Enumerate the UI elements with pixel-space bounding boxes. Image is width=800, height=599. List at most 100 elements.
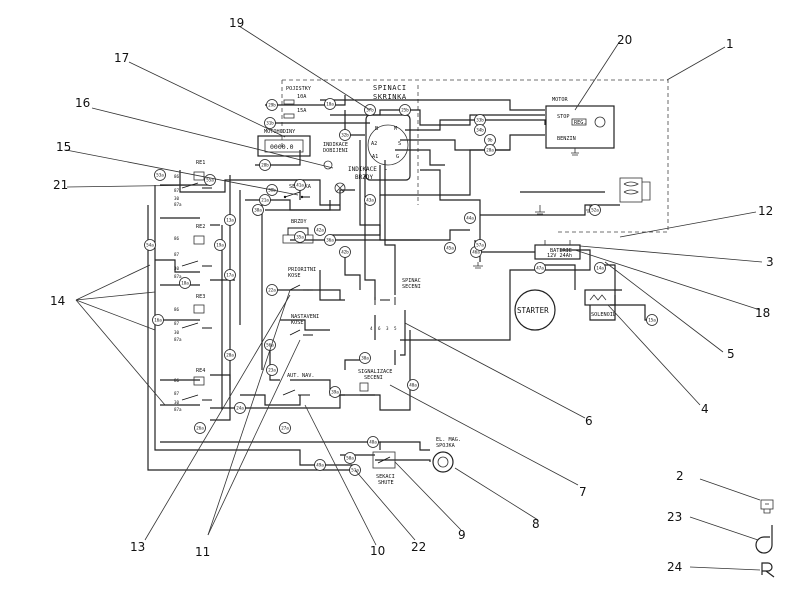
- auto-return-switch: AUT. NAV.: [282, 373, 315, 396]
- wire-terminal: 25b: [399, 104, 411, 116]
- legend-connector-symbol: [760, 499, 774, 514]
- relay-re2-label: RE2: [196, 224, 205, 230]
- wire-terminal: 55a: [204, 174, 216, 186]
- wire-code-label: 36a: [326, 238, 334, 243]
- wire-code-label: 42a: [316, 228, 324, 233]
- wire-terminal: 13a: [224, 214, 236, 226]
- wire-code-label: 46a: [472, 250, 480, 255]
- wire-code-label: 26a: [196, 426, 204, 431]
- wire-terminal: 48a: [367, 436, 379, 448]
- legend-ground-symbol: [755, 525, 773, 554]
- solenoid-label: SOLENOID: [591, 312, 616, 318]
- wire-code-label: 56a: [266, 343, 274, 348]
- wire-code-label: 22a: [268, 288, 276, 293]
- wire-code-label: 31b: [266, 121, 274, 126]
- motor-block: MOTOR STOP REG. BENZIN: [545, 97, 615, 156]
- wire-terminal: 36a: [324, 234, 336, 246]
- callout-7: 7: [579, 485, 587, 499]
- wire-terminal: 18a: [179, 277, 191, 289]
- wire-terminal: 28a: [484, 144, 496, 156]
- fuse-block: POJISTKY 10A 15A: [283, 86, 312, 119]
- priority-switch-label-2: KOSE: [288, 273, 301, 279]
- wire-terminal: 53a: [154, 169, 166, 181]
- wire-code-label: 42b: [341, 250, 349, 255]
- auto-return-label-2: NAV.: [302, 373, 315, 379]
- main-assembly-frame: [282, 79, 669, 233]
- hour-meter-label: MOTOHODINY: [264, 129, 296, 135]
- svg-text:86: 86: [174, 378, 180, 383]
- fuse-15a-label: 15A: [297, 108, 307, 114]
- priority-blade-switch: PRIORITNI KOSE: [288, 267, 316, 291]
- svg-text:30: 30: [174, 266, 180, 271]
- wire-terminal: 17a: [224, 269, 236, 281]
- wire-code-label: 53a: [156, 173, 164, 178]
- wire-code-label: 10a: [326, 102, 334, 107]
- brake-indicator-label-2: BRZDY: [355, 174, 373, 181]
- wire-code-label: 28a: [486, 148, 494, 153]
- blade-adjust-label-2: KOSE: [291, 320, 304, 326]
- ignition-switch: B M A2 S A1 G L: [365, 114, 411, 181]
- wire-code-label: 33b: [476, 118, 484, 123]
- svg-text:86: 86: [174, 307, 180, 312]
- callout-numbers: 1 2 3 4 5 6 7 8 9 10 11 12 13 14 15 16 1…: [50, 16, 774, 574]
- wire-terminal: 31b: [264, 117, 276, 129]
- ground-symbol: [473, 205, 545, 269]
- wire-code-label: 52a: [591, 208, 599, 213]
- relay-re3: RE3 86 87 30 87a: [174, 294, 212, 342]
- wire-code-label: 55a: [206, 178, 214, 183]
- callout-2: 2: [676, 469, 684, 483]
- callout-19: 19: [229, 16, 244, 30]
- charging-indicator-label: INDIKACE: [323, 142, 348, 148]
- box-title-line1: SPINACI: [373, 84, 407, 92]
- brake-indicator: INDIKACE BRZDY: [334, 166, 377, 194]
- wire-terminal: 15a: [646, 314, 658, 326]
- battery-rating-label: 12V 24Ah: [547, 253, 572, 259]
- wire-code-label: 38a: [254, 208, 262, 213]
- starter-motor: STARTER: [514, 289, 556, 331]
- relay-re2: RE2 86 87 30 87a: [174, 224, 212, 279]
- svg-text:87a: 87a: [174, 202, 182, 207]
- svg-text:6: 6: [378, 326, 381, 331]
- legend-terminal-symbol: [761, 562, 775, 578]
- wire-code-label: 30a: [361, 356, 369, 361]
- relay-re4-label: RE4: [196, 368, 205, 374]
- wire-terminal: 27a: [279, 422, 291, 434]
- wire-terminal: 28b: [259, 159, 271, 171]
- wire-code-label: 45a: [446, 246, 454, 251]
- wire-code-label: 43a: [366, 198, 374, 203]
- wire-code-label: 35a: [296, 235, 304, 240]
- wire-code-label: 19a: [216, 243, 224, 248]
- electromagnetic-clutch: EL. MAG. SPOJKA: [432, 437, 461, 473]
- callout-17: 17: [114, 51, 129, 65]
- signal-label: SIGNALIZACE: [358, 369, 392, 375]
- starter-label: STARTER: [517, 306, 549, 315]
- wire-terminal: 41a: [294, 179, 306, 191]
- wire-terminal: 57a: [474, 239, 486, 251]
- callout-15: 15: [56, 140, 71, 154]
- motor-stop-label: STOP: [557, 114, 570, 120]
- svg-text:S: S: [398, 141, 401, 147]
- callout-14: 14: [50, 294, 65, 308]
- auto-return-label: AUT.: [287, 373, 300, 379]
- wire-terminal: 33b: [474, 114, 486, 126]
- svg-text:87: 87: [174, 391, 180, 396]
- callout-20: 20: [617, 33, 632, 47]
- wire-code-label: 25b: [401, 108, 409, 113]
- motor-benzin-label: BENZIN: [557, 136, 576, 142]
- relay-re4: RE4 86 87 30 87a: [174, 368, 212, 412]
- wire-terminal: 19a: [214, 239, 226, 251]
- clutch-label: EL. MAG.: [436, 437, 461, 443]
- fuse-10a-label: 10A: [297, 94, 307, 100]
- wire-terminal: 52a: [589, 204, 601, 216]
- wire-terminal: 38a: [252, 204, 264, 216]
- svg-text:30: 30: [174, 330, 180, 335]
- svg-text:5: 5: [394, 326, 397, 331]
- callout-10: 10: [370, 544, 385, 558]
- fuses-label: POJISTKY: [286, 86, 312, 92]
- svg-text:87a: 87a: [174, 274, 182, 279]
- wire-terminal: 40a: [407, 379, 419, 391]
- control-box-frame: [281, 80, 419, 205]
- blade-adjust-label: NASTAVENI: [291, 314, 319, 320]
- wire-code-label: 37b: [366, 108, 374, 113]
